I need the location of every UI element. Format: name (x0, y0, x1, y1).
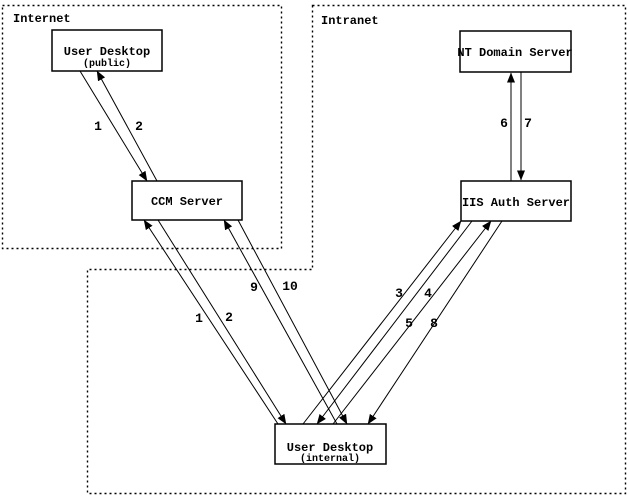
edge-label-internal-request: 1 (195, 311, 203, 326)
node-iis-auth-server-box (460, 180, 572, 222)
node-iis-auth-server-label: IIS Auth Server (462, 196, 570, 210)
edge-label-auth-token: 8 (430, 316, 438, 331)
node-user-desktop-internal-label: User Desktop (287, 441, 373, 455)
edge-label-auth-request: 3 (395, 286, 403, 301)
node-user-desktop-internal-box (274, 423, 387, 465)
node-user-desktop-public: User Desktop (public) (51, 29, 163, 72)
arrow-token-request (223, 219, 338, 425)
node-nt-domain-server-box (459, 30, 572, 73)
node-user-desktop-public-box (51, 29, 163, 72)
node-user-desktop-internal: User Desktop (internal) (274, 423, 387, 465)
arrow-internal-response (157, 219, 287, 425)
edge-label-token-request: 9 (250, 280, 258, 295)
node-ccm-server-box (131, 180, 243, 221)
zone-intranet-border (86, 4, 627, 495)
edge-label-credentials: 5 (405, 316, 413, 331)
zone-internet-label: Internet (13, 12, 71, 26)
edge-label-validate-response: 7 (524, 116, 532, 131)
arrow-auth-challenge (316, 220, 473, 425)
node-ccm-server-label: CCM Server (151, 195, 223, 209)
node-nt-domain-server-label: NT Domain Server (457, 46, 572, 60)
node-user-desktop-internal-sublabel: (internal) (300, 453, 360, 465)
arrow-credentials (332, 220, 492, 425)
arrow-internal-request (143, 219, 279, 425)
zone-intranet-label: Intranet (321, 14, 379, 28)
edge-label-public-response: 2 (135, 119, 143, 134)
node-ccm-server: CCM Server (131, 180, 243, 221)
arrow-public-request (79, 70, 148, 182)
edge-label-content-response: 10 (282, 279, 298, 294)
arrow-auth-request (302, 220, 462, 425)
node-user-desktop-public-sublabel: (public) (83, 58, 131, 70)
edge-label-public-request: 1 (94, 119, 102, 134)
node-user-desktop-public-label: User Desktop (64, 45, 150, 59)
arrow-public-response (96, 70, 158, 182)
arrow-auth-token (367, 220, 503, 425)
zone-internet-border (1, 4, 283, 250)
node-iis-auth-server: IIS Auth Server (460, 180, 572, 222)
edge-label-internal-response: 2 (225, 310, 233, 325)
node-nt-domain-server: NT Domain Server (457, 30, 573, 73)
edge-label-validate-request: 6 (500, 116, 508, 131)
edge-label-auth-challenge: 4 (424, 286, 432, 301)
arrow-content-response (237, 219, 348, 425)
